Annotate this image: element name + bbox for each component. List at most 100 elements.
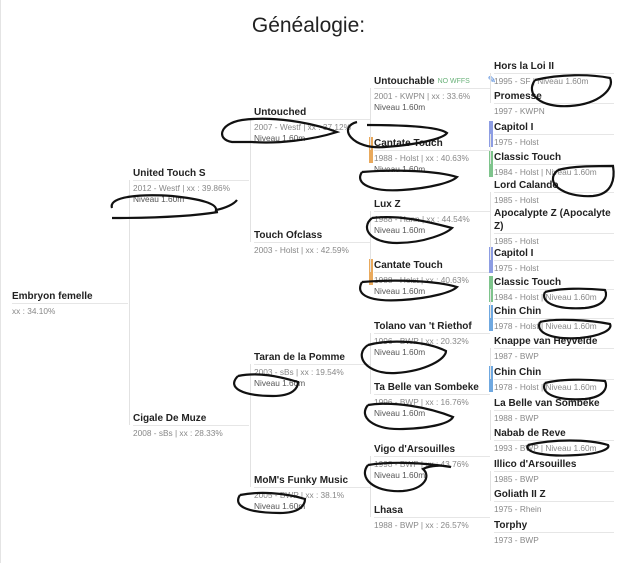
horse-name-text: Cantate Touch bbox=[374, 138, 443, 149]
connector-line bbox=[490, 73, 491, 103]
horse-meta: 1998 - BWP | xx : 43.76% bbox=[374, 456, 490, 470]
horse-meta: 1975 - Holst bbox=[494, 260, 614, 274]
pedigree-node[interactable]: Apocalypte Z (Apocalyte Z)1985 - Holst bbox=[494, 207, 614, 247]
horse-name[interactable]: Chin Chin bbox=[494, 305, 614, 318]
horse-name[interactable]: Capitol I bbox=[494, 247, 614, 260]
horse-meta: 1997 - KWPN bbox=[494, 103, 614, 117]
horse-name[interactable]: Classic Touch bbox=[494, 151, 614, 164]
horse-level: Niveau 1.60m bbox=[374, 470, 426, 480]
horse-meta: 1987 - BWP bbox=[494, 348, 614, 362]
horse-level: Niveau 1.60m bbox=[374, 102, 426, 112]
horse-name[interactable]: MoM's Funky Music bbox=[254, 474, 370, 487]
horse-name[interactable]: Vigo d'Arsouilles bbox=[374, 443, 490, 456]
horse-level: Niveau 1.60m bbox=[374, 164, 426, 174]
horse-name[interactable]: Classic Touch bbox=[494, 276, 614, 289]
horse-name[interactable]: Promesse bbox=[494, 90, 614, 103]
horse-meta: 1985 - Holst bbox=[494, 192, 614, 206]
horse-name[interactable]: Embryon femelle bbox=[12, 290, 128, 303]
horse-name[interactable]: Torphy bbox=[494, 519, 614, 532]
horse-meta: 1988 - Hann | xx : 44.54% bbox=[374, 211, 490, 225]
horse-name[interactable]: Lhasa bbox=[374, 504, 490, 517]
horse-name[interactable]: Capitol I bbox=[494, 121, 614, 134]
pen-icon[interactable]: ✎ bbox=[487, 75, 496, 86]
horse-name[interactable]: Goliath II Z bbox=[494, 488, 614, 501]
horse-name[interactable]: Hors la Loi II bbox=[494, 60, 614, 73]
horse-name-text: Embryon femelle bbox=[12, 291, 93, 302]
horse-name[interactable]: La Belle van Sombeke bbox=[494, 397, 614, 410]
horse-name[interactable]: Apocalypte Z (Apocalyte Z) bbox=[494, 207, 614, 233]
horse-name[interactable]: Cigale De Muze bbox=[133, 412, 249, 425]
connector-line bbox=[490, 134, 491, 164]
horse-name[interactable]: Lux Z bbox=[374, 198, 490, 211]
breed-color-bar bbox=[369, 259, 373, 285]
horse-name[interactable]: Cantate Touch bbox=[374, 137, 490, 150]
horse-name[interactable]: Cantate Touch bbox=[374, 259, 490, 272]
horse-meta: 1988 - Holst | xx : 40.63% bbox=[374, 150, 490, 164]
breed-color-bar bbox=[489, 121, 493, 147]
horse-name[interactable]: United Touch S bbox=[133, 167, 249, 180]
horse-meta: 1988 - BWP | xx : 26.57% bbox=[374, 517, 490, 531]
horse-name[interactable]: Illico d'Arsouilles bbox=[494, 458, 614, 471]
horse-meta: 1985 - Holst bbox=[494, 233, 614, 247]
horse-name[interactable]: Knappe van Heyvelde bbox=[494, 335, 614, 348]
horse-meta: 2003 - Holst | xx : 42.59% bbox=[254, 242, 370, 256]
horse-meta: 2008 - sBs | xx : 28.33% bbox=[133, 425, 249, 439]
horse-name-text: Vigo d'Arsouilles bbox=[374, 444, 456, 455]
horse-name[interactable]: Taran de la Pomme bbox=[254, 351, 370, 364]
horse-level: Niveau 1.60m bbox=[374, 347, 426, 357]
horse-meta: 1993 - BWP | Niveau 1.60m bbox=[494, 440, 614, 454]
breed-color-bar bbox=[489, 276, 493, 302]
horse-name-text: Untouchable bbox=[374, 76, 435, 87]
horse-name[interactable]: Lord Calando bbox=[494, 179, 614, 192]
horse-name[interactable]: Tolano van 't Riethof bbox=[374, 320, 490, 333]
horse-name-text: Capitol I bbox=[494, 122, 534, 133]
horse-name-text: Capitol I bbox=[494, 248, 534, 259]
connector-line bbox=[490, 348, 491, 379]
horse-name[interactable]: Untouched bbox=[254, 106, 370, 119]
horse-name[interactable]: Touch Ofclass bbox=[254, 229, 370, 242]
horse-name[interactable]: Nabab de Reve bbox=[494, 427, 614, 440]
connector-line bbox=[129, 180, 130, 425]
connector-line bbox=[370, 333, 371, 394]
horse-name-text: Apocalypte Z (Apocalyte Z) bbox=[494, 208, 611, 232]
horse-name-text: Chin Chin bbox=[494, 367, 542, 378]
horse-name-text: Taran de la Pomme bbox=[254, 352, 345, 363]
connector-line bbox=[250, 364, 251, 487]
horse-name[interactable]: Chin Chin bbox=[494, 366, 614, 379]
horse-name-text: Lux Z bbox=[374, 199, 401, 210]
horse-name[interactable]: Ta Belle van Sombeke bbox=[374, 381, 490, 394]
horse-level: Niveau 1.60m bbox=[254, 133, 306, 143]
horse-name-text: Nabab de Reve bbox=[494, 428, 566, 439]
